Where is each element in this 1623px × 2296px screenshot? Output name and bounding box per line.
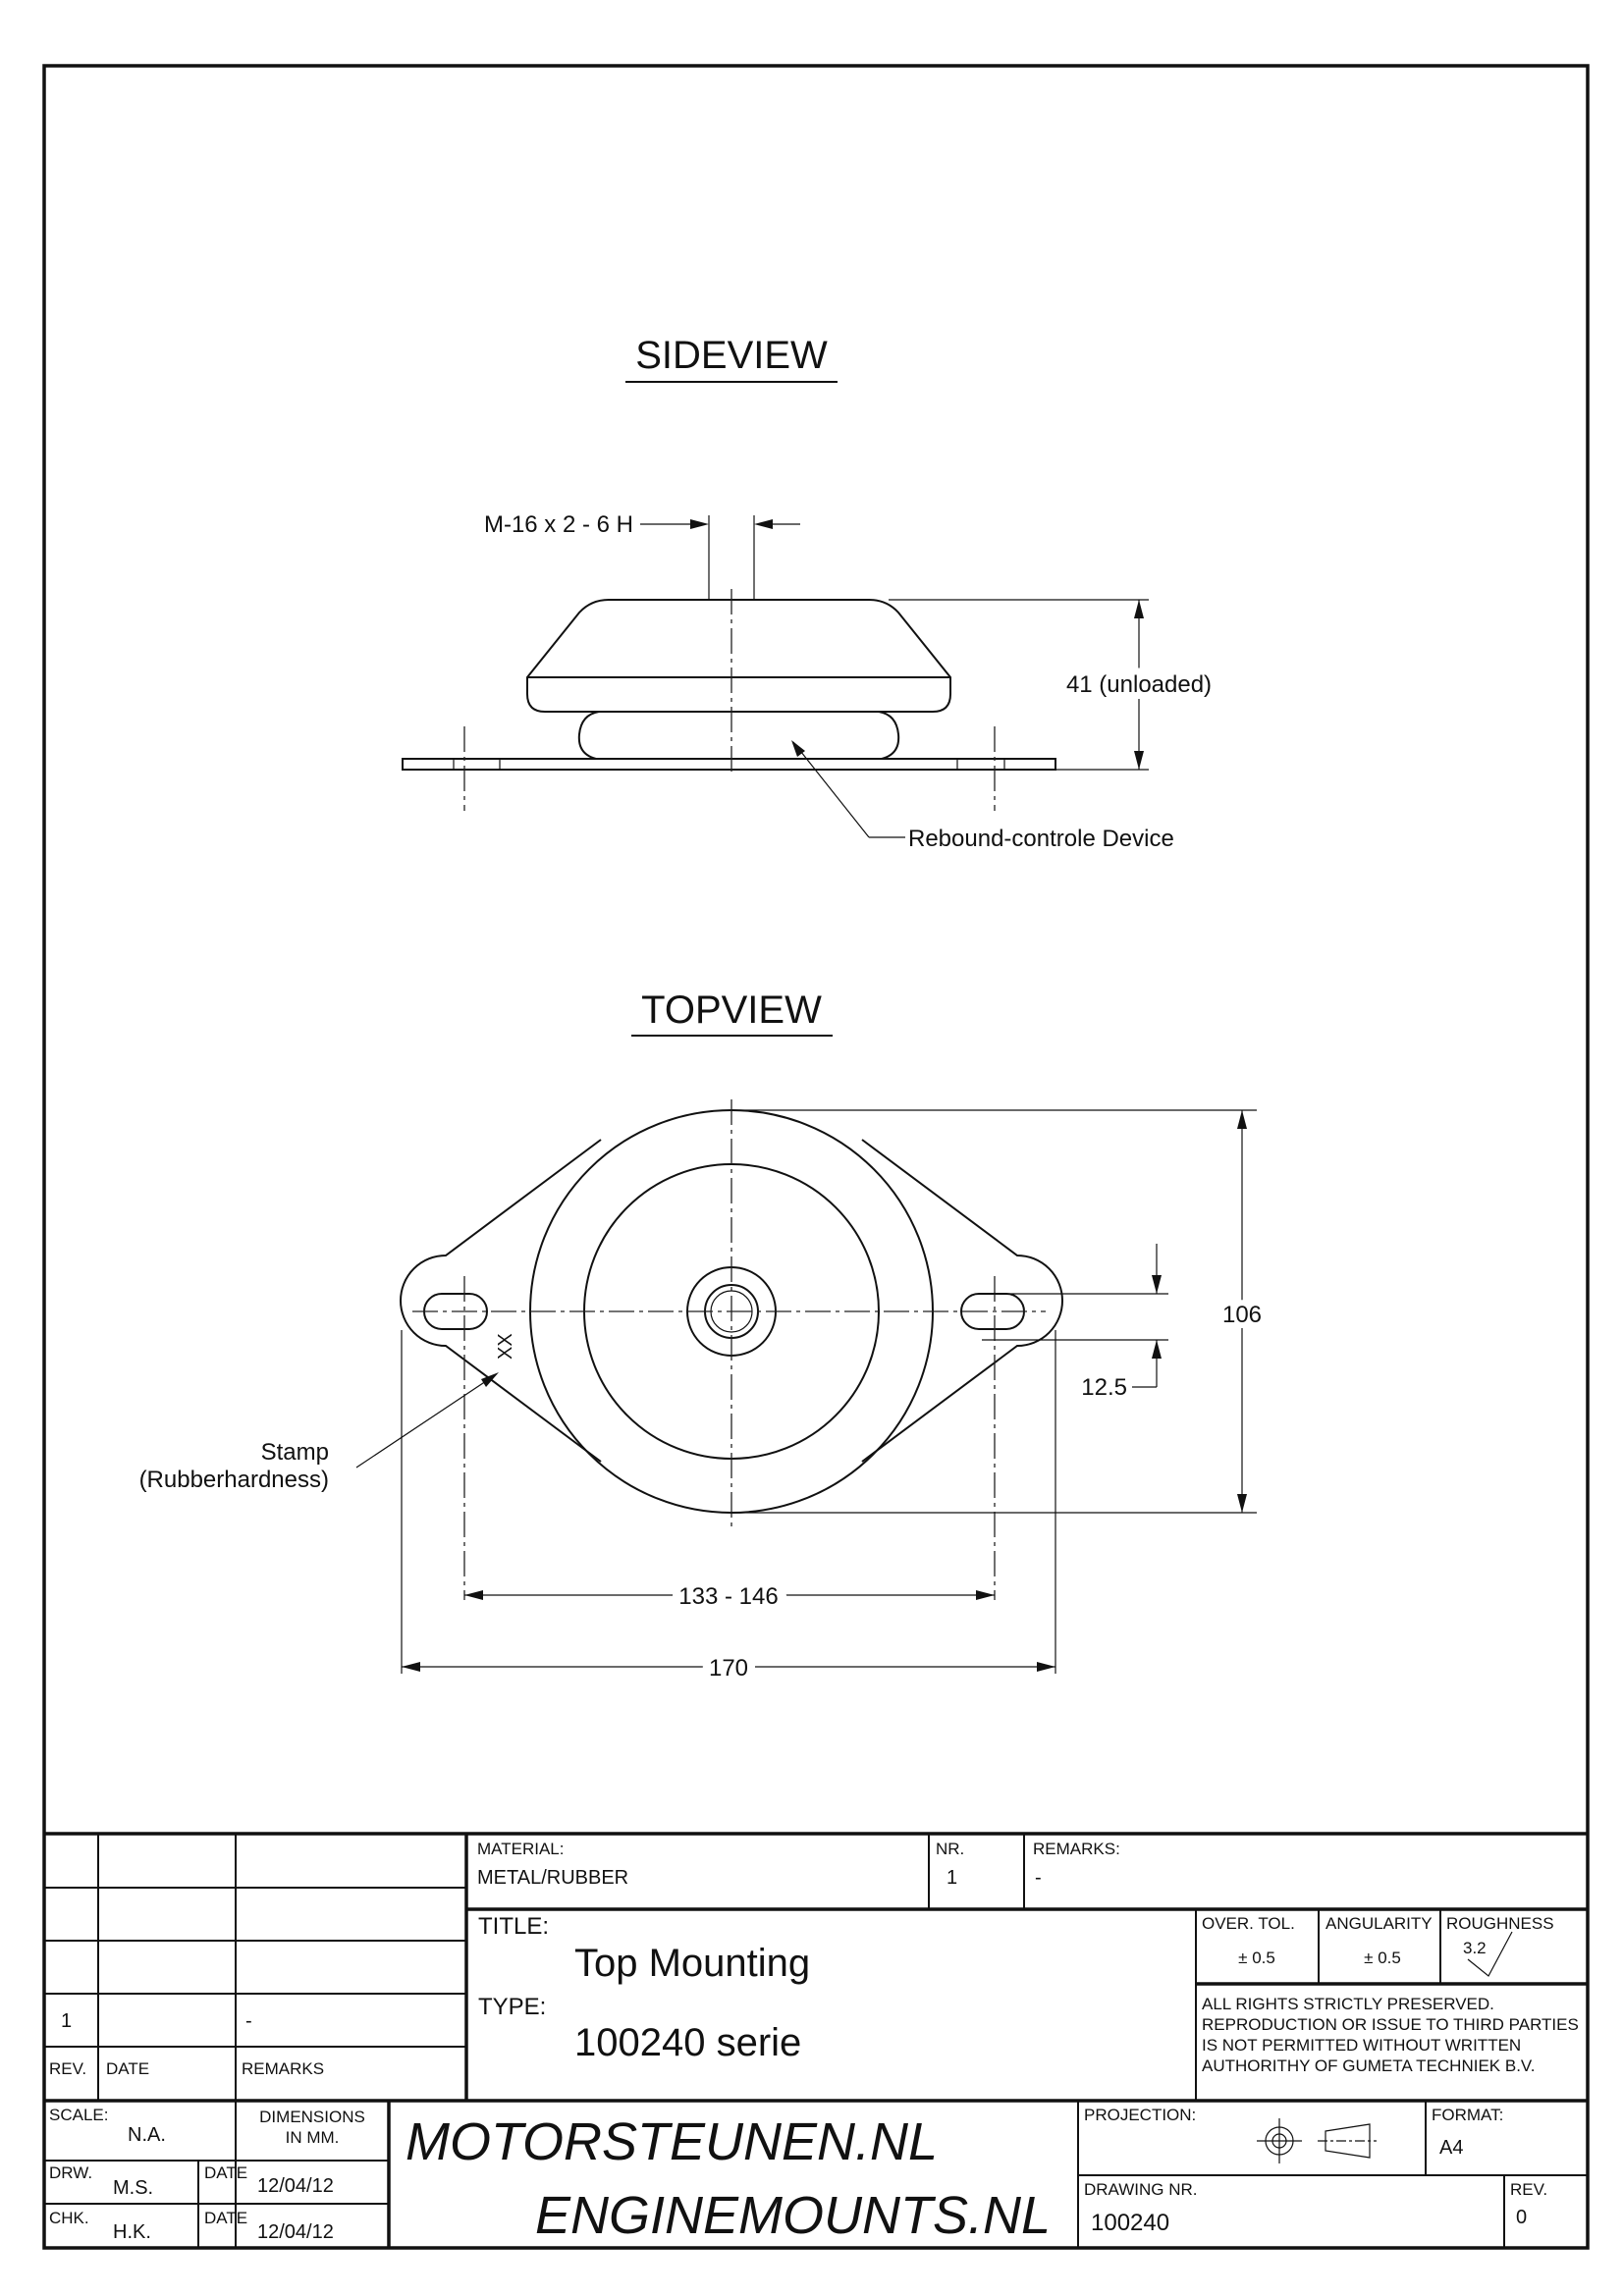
chk-value: H.K. — [113, 2221, 151, 2243]
rights-line-1: ALL RIGHTS STRICTLY PRESERVED. — [1202, 1995, 1494, 2013]
side-view: SIDEVIEW M-16 x 2 - 6 H 41 (unloaded) — [402, 334, 1218, 852]
dim-hole-spacing-arrow-left — [464, 1590, 483, 1600]
dim-170-arrow-left — [402, 1662, 420, 1672]
side-view-title: SIDEVIEW — [635, 334, 828, 377]
rights-line-3: IS NOT PERMITTED WITHOUT WRITTEN — [1202, 2036, 1521, 2055]
dim-hole-spacing-arrow-right — [976, 1590, 995, 1600]
stamp-arrow — [481, 1372, 499, 1387]
dim-170-label: 170 — [709, 1655, 748, 1682]
height-arrow-bottom — [1134, 751, 1144, 770]
remarks-value: - — [1035, 1867, 1042, 1889]
top-view-title: TOPVIEW — [641, 988, 822, 1032]
height-dimension-label: 41 (unloaded) — [1066, 671, 1212, 698]
thread-callout-label: M-16 x 2 - 6 H — [484, 511, 633, 538]
title-block: 1 - REV. DATE REMARKS MATERIAL: METAL/RU… — [44, 1832, 1588, 2248]
thread-arrow-left — [690, 519, 709, 529]
over-tol-label: OVER. TOL. — [1202, 1914, 1295, 1933]
type-value: 100240 serie — [574, 2021, 801, 2064]
stamp-leader — [355, 1374, 496, 1468]
rights-line-4: AUTHORITHY OF GUMETA TECHNIEK B.V. — [1202, 2056, 1535, 2075]
brand-line-2: ENGINEMOUNTS.NL — [535, 2186, 1051, 2245]
dim-106-label: 106 — [1222, 1302, 1262, 1328]
roughness-symbol — [1467, 1931, 1513, 1977]
drw-value: M.S. — [113, 2177, 153, 2199]
dim-hole-spacing-label: 133 - 146 — [678, 1583, 778, 1610]
rebound-leader-diagonal — [792, 741, 870, 838]
projection-label: PROJECTION: — [1084, 2106, 1196, 2124]
brand-line-1: MOTORSTEUNEN.NL — [406, 2112, 938, 2171]
side-rubber-neck-right — [878, 711, 900, 760]
format-value: A4 — [1439, 2137, 1463, 2159]
dim-106-arrow-top — [1237, 1110, 1247, 1129]
title-label: TITLE: — [478, 1913, 549, 1940]
dimensions-line-2: IN MM. — [286, 2128, 340, 2147]
stamp-label-1: Stamp — [261, 1439, 329, 1466]
rev-header-remarks: REMARKS — [242, 2059, 324, 2078]
rev-row-4-remarks: - — [245, 2010, 252, 2032]
nr-label: NR. — [936, 1840, 964, 1858]
drw-date-value: 12/04/12 — [257, 2175, 334, 2197]
angularity-label: ANGULARITY — [1325, 1914, 1433, 1933]
scale-value: N.A. — [128, 2124, 166, 2146]
drawing-frame — [42, 64, 1590, 2250]
side-dome-body — [526, 599, 951, 713]
rev-header-date: DATE — [106, 2059, 149, 2078]
dim-12-5-arrow-bottom — [1152, 1340, 1162, 1359]
title-value: Top Mounting — [574, 1942, 810, 1985]
material-label: MATERIAL: — [477, 1840, 564, 1858]
scale-label: SCALE: — [49, 2106, 108, 2124]
stamp-mark: XX — [495, 1333, 516, 1360]
dim-12-5-arrow-top — [1152, 1275, 1162, 1294]
top-view: TOPVIEW XX Stamp (Rubberhardness) 106 — [139, 988, 1268, 1689]
material-value: METAL/RUBBER — [477, 1867, 628, 1889]
drw-label: DRW. — [49, 2163, 92, 2182]
angularity-value: ± 0.5 — [1364, 1949, 1401, 1967]
rebound-arrow — [791, 740, 805, 757]
chk-date-label: DATE — [204, 2209, 247, 2227]
nr-value: 1 — [947, 1867, 957, 1889]
top-flange-edge-right — [861, 1139, 1063, 1463]
side-rubber-neck-left — [577, 711, 600, 760]
rev-row-4-rev: 1 — [61, 2010, 72, 2032]
roughness-label: ROUGHNESS — [1446, 1914, 1554, 1933]
drw-date-label: DATE — [204, 2163, 247, 2182]
chk-label: CHK. — [49, 2209, 89, 2227]
type-label: TYPE: — [478, 1994, 546, 2020]
roughness-value: 3.2 — [1463, 1939, 1487, 1957]
format-label: FORMAT: — [1432, 2106, 1503, 2124]
top-flange-edge-left — [400, 1139, 602, 1463]
remarks-label: REMARKS: — [1033, 1840, 1120, 1858]
rev-label: REV. — [1510, 2180, 1547, 2199]
rev-header-rev: REV. — [49, 2059, 86, 2078]
drawing-nr-value: 100240 — [1091, 2210, 1169, 2236]
dim-12-5-label: 12.5 — [1081, 1374, 1127, 1401]
dim-170-arrow-right — [1037, 1662, 1055, 1672]
side-base-plate — [402, 758, 1056, 771]
thread-arrow-right — [754, 519, 773, 529]
chk-date-value: 12/04/12 — [257, 2221, 334, 2243]
dimensions-line-1: DIMENSIONS — [259, 2108, 365, 2126]
rev-value: 0 — [1516, 2207, 1527, 2228]
dim-106-arrow-bottom — [1237, 1494, 1247, 1513]
over-tol-value: ± 0.5 — [1238, 1949, 1275, 1967]
rights-line-2: REPRODUCTION OR ISSUE TO THIRD PARTIES — [1202, 2015, 1579, 2034]
stamp-label-2: (Rubberhardness) — [139, 1467, 329, 1493]
rebound-label: Rebound-controle Device — [908, 826, 1174, 852]
height-arrow-top — [1134, 600, 1144, 618]
projection-symbol-icon — [1257, 2118, 1377, 2163]
drawing-nr-label: DRAWING NR. — [1084, 2180, 1198, 2199]
